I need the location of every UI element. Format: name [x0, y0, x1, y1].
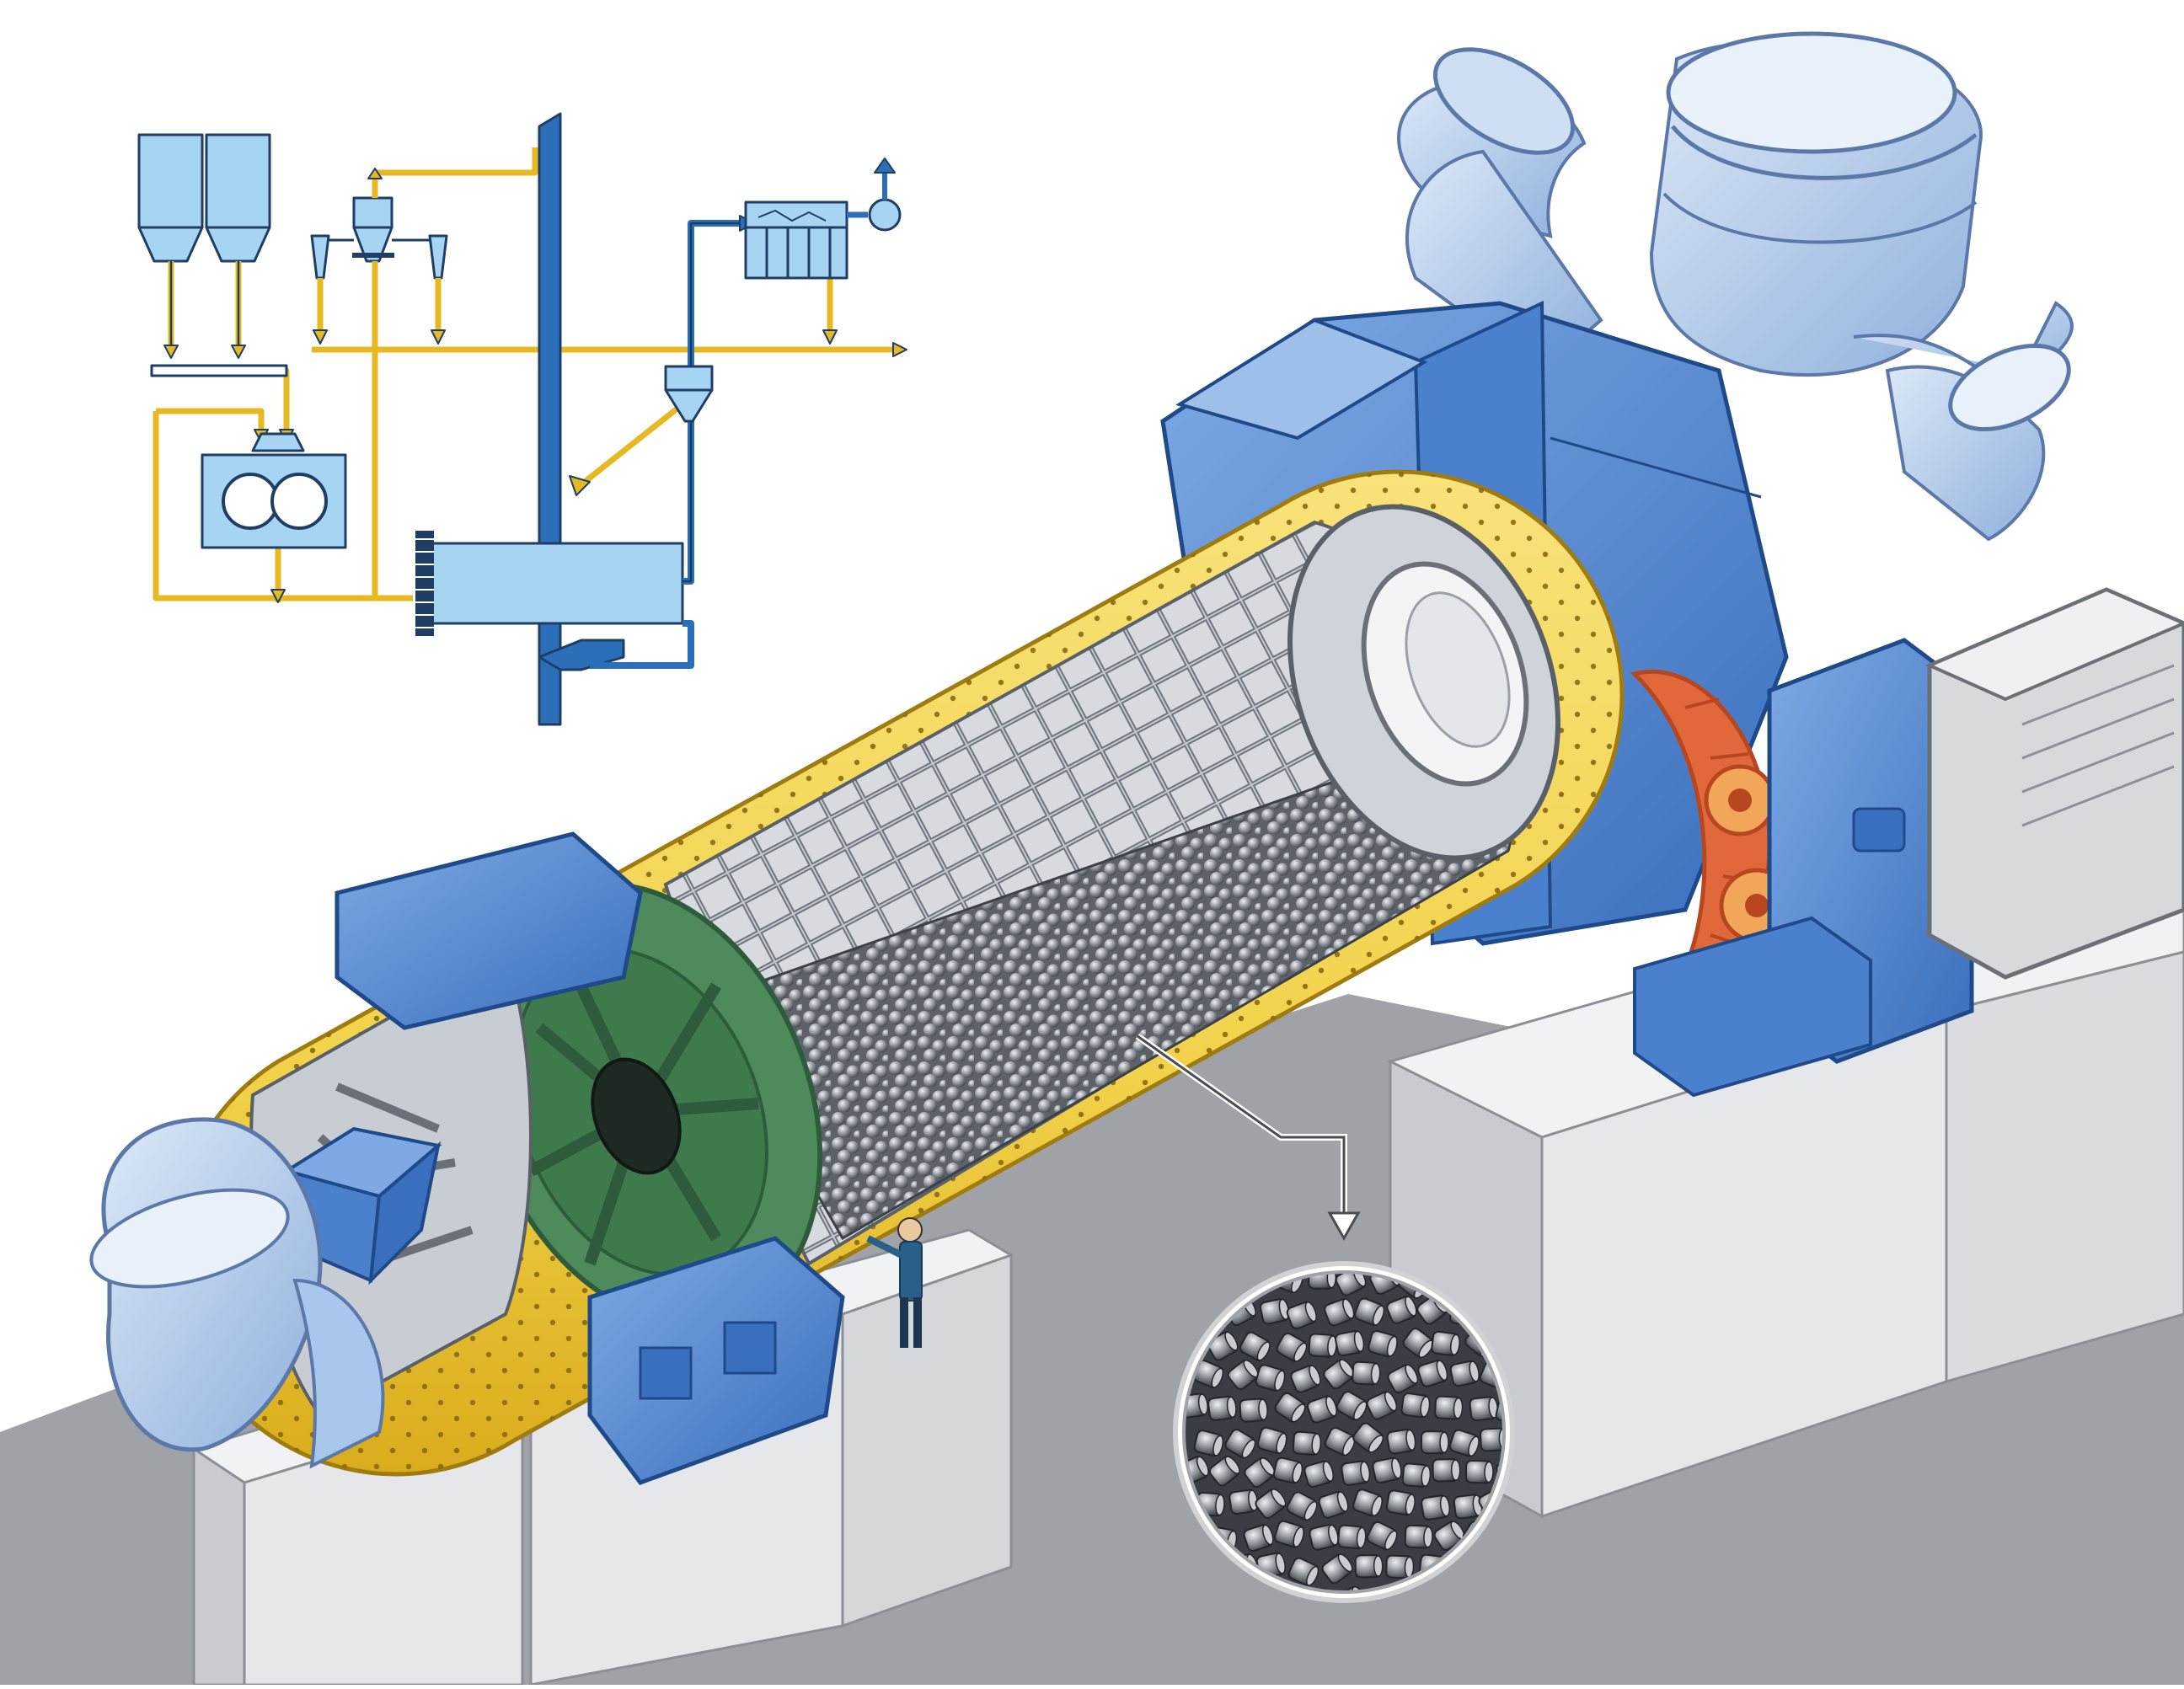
bucket-elevator [538, 112, 625, 726]
cylpeb-piece [1306, 1395, 1337, 1424]
cylpeb-piece [1400, 1392, 1431, 1419]
cylpeb-piece [1386, 1296, 1417, 1324]
cylpeb-piece [1449, 1360, 1480, 1387]
exhaust-fan-icon [847, 158, 902, 232]
cylpeb-piece [1324, 1426, 1356, 1456]
cylpeb-piece [1337, 1524, 1367, 1550]
cylpeb-piece [1341, 1460, 1371, 1486]
cylpeb-piece [1432, 1458, 1461, 1483]
cylpeb-piece [1318, 1490, 1349, 1519]
cylpeb-piece [1193, 1430, 1224, 1457]
cylpeb-piece [1336, 1391, 1368, 1421]
cylpeb-piece [1276, 1332, 1308, 1362]
cylpeb-piece [1274, 1520, 1304, 1548]
cylpeb-piece [1353, 1297, 1385, 1326]
cylpeb-piece [1431, 1330, 1460, 1356]
feed-chute [282, 1126, 442, 1285]
cylpeb-piece [1292, 1430, 1322, 1456]
drive-motor [1925, 587, 2184, 980]
cylpeb-piece [1352, 1422, 1384, 1453]
cylpeb-piece [1417, 1359, 1448, 1387]
cylpeb-piece [1227, 1360, 1259, 1391]
cylpeb-piece [1385, 1554, 1415, 1579]
duct-right-opening [1948, 343, 2071, 432]
cylpeb-piece [1287, 1557, 1320, 1586]
cylpeb-piece [1208, 1456, 1240, 1487]
cylpeb-piece [1303, 1460, 1334, 1489]
cylpeb-piece [1274, 1392, 1306, 1423]
cylpeb-piece [1324, 1298, 1355, 1327]
cylpeb-piece [1387, 1364, 1419, 1394]
cylpeb-piece [1386, 1428, 1416, 1455]
duct-elbow-ring [1432, 47, 1576, 155]
cylpeb-piece [1335, 1330, 1365, 1357]
inlet-bearing-housing [335, 831, 845, 1485]
cylpeb-piece [1404, 1524, 1433, 1549]
cylpeb-piece [1239, 1398, 1268, 1423]
cylpeb-piece [1368, 1330, 1398, 1358]
cylpeb-piece [1366, 1521, 1398, 1551]
inlet-trunnion [89, 1117, 385, 1469]
cylpeb-piece [1352, 1360, 1381, 1386]
cylpeb-piece [1434, 1395, 1464, 1420]
cylpeb-piece [1255, 1364, 1286, 1392]
operator-figure [866, 1217, 923, 1348]
feed-silo-2 [205, 133, 271, 263]
feed-silo-1 [137, 133, 204, 263]
diaphragm-center [591, 1057, 682, 1175]
duct-top-opening [1666, 31, 1957, 154]
cylpeb-piece [1286, 1301, 1317, 1330]
product-cyclone [664, 365, 714, 423]
cylpeb-piece [1385, 1489, 1416, 1516]
roller-press [201, 432, 347, 549]
cylpeb-piece [1421, 1494, 1450, 1521]
cylpeb-piece [1469, 1396, 1499, 1422]
discharge-duct [1397, 31, 2074, 542]
cylpeb-piece [1286, 1491, 1318, 1521]
cylpeb-piece [1421, 1430, 1449, 1455]
cylpeb-piece [1239, 1331, 1271, 1361]
cylpeb-piece [1259, 1298, 1290, 1325]
cylpeb-piece [1448, 1429, 1480, 1457]
schematic-mill [415, 531, 684, 636]
cylpeb-piece [1255, 1489, 1287, 1520]
cylpeb-piece [1433, 1521, 1465, 1551]
cylpeb-piece [1401, 1462, 1432, 1488]
cylpeb-piece [1366, 1391, 1398, 1420]
cylpeb-piece [1464, 1460, 1494, 1484]
bag-filter [744, 200, 848, 280]
cylpeb-piece [1256, 1426, 1287, 1455]
cylpeb-piece [1323, 1359, 1355, 1390]
cylpeb-piece [1352, 1489, 1383, 1517]
cylpeb-piece [1224, 1429, 1256, 1459]
cylpeb-piece [1321, 1553, 1353, 1585]
drive-gearbox [1633, 638, 2010, 1098]
cylpeb-piece [1244, 1457, 1276, 1489]
cylpeb-piece [1272, 1456, 1303, 1484]
process-flow-schematic [137, 112, 907, 726]
cylpeb-piece [1372, 1456, 1402, 1484]
cylpeb-piece [1309, 1524, 1339, 1551]
cylpeb-piece [1290, 1365, 1321, 1393]
cylpeb-piece [1453, 1494, 1483, 1520]
cylpeb-piece [1243, 1524, 1274, 1553]
cylpeb-piece [1354, 1554, 1384, 1579]
cylpeb-piece [1308, 1333, 1337, 1358]
cylpeb-piece [1207, 1395, 1237, 1421]
feed-conveyor [150, 364, 288, 377]
cylpeb-piece [1228, 1489, 1259, 1515]
diaphragm-wall [474, 881, 823, 1326]
callout-leader [1135, 1033, 1361, 1242]
shell-cutaway [663, 504, 1560, 1266]
separator [310, 196, 448, 280]
